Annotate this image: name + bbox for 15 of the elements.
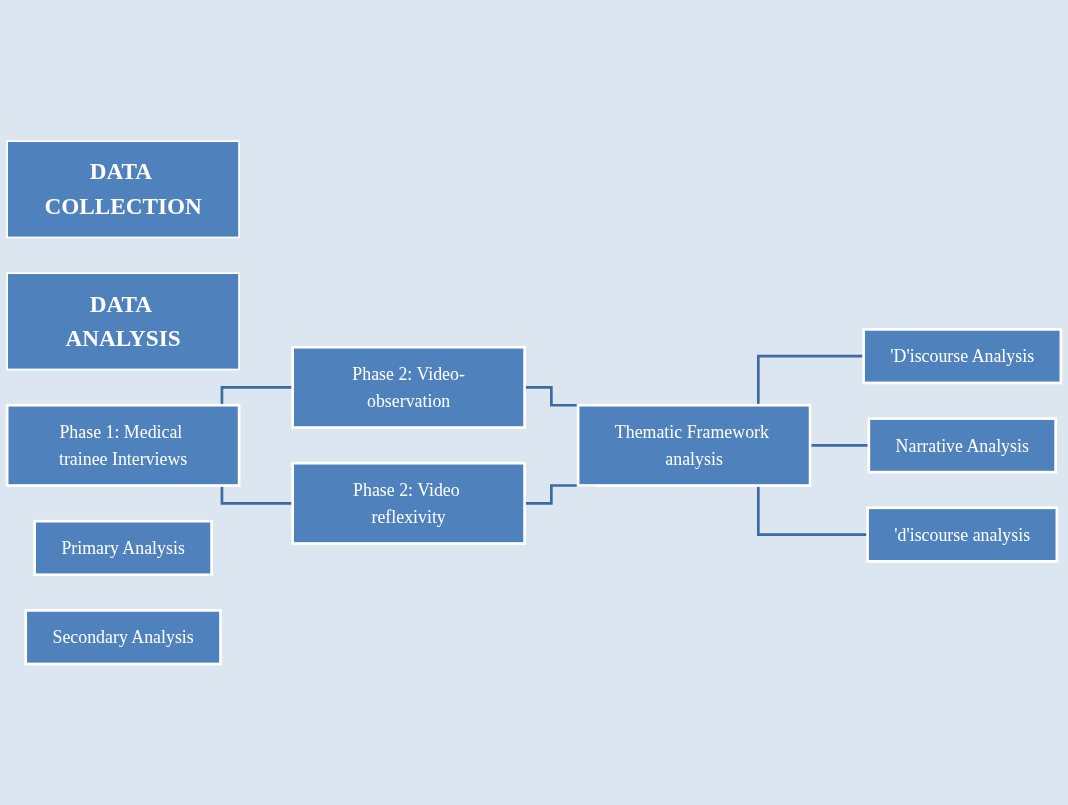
node-box: Primary Analysis bbox=[33, 519, 213, 576]
connector bbox=[757, 354, 864, 406]
connector bbox=[757, 485, 868, 536]
node-box: Secondary Analysis bbox=[24, 609, 222, 666]
node-box: 'D'iscourse Analysis bbox=[862, 328, 1063, 385]
node-box: Thematic Framework analysis bbox=[576, 403, 812, 487]
node-box: Narrative Analysis bbox=[867, 417, 1057, 474]
connector bbox=[220, 386, 293, 406]
node-box: DATA COLLECTION bbox=[6, 140, 240, 239]
node-box: 'd'iscourse analysis bbox=[866, 506, 1059, 563]
connector bbox=[220, 485, 293, 505]
node-box: DATA ANALYSIS bbox=[6, 272, 240, 371]
node-box: Phase 2: Video-observation bbox=[291, 345, 526, 429]
node-box: Phase 2: Video reflexivity bbox=[291, 461, 526, 545]
node-box: Phase 1: Medical trainee Interviews bbox=[5, 403, 241, 487]
